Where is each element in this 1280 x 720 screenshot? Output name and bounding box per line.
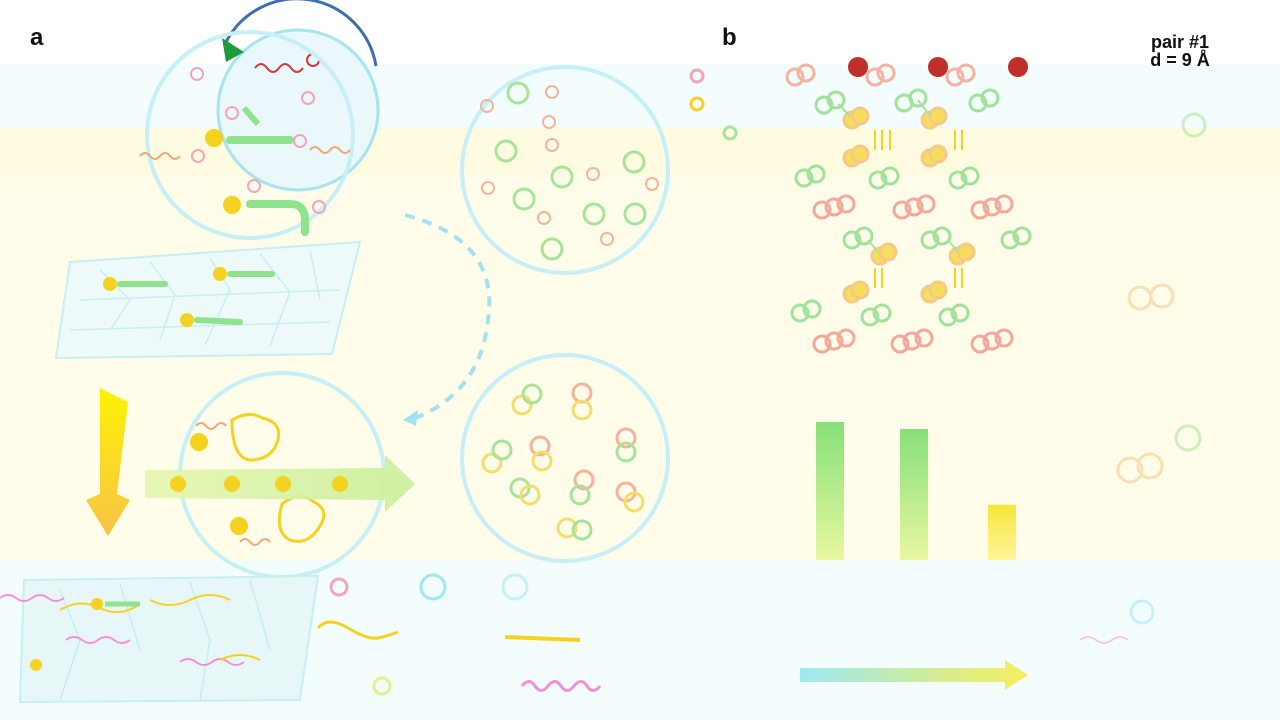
yellow-fiber [316, 620, 399, 640]
down-arrow-icon [86, 388, 130, 536]
left-large-zoom-circle [145, 30, 355, 240]
right-faint-structures [1079, 112, 1207, 644]
top-zoom-circle [216, 0, 380, 192]
faint-ring-icon [501, 573, 529, 601]
panel-b-label: b [722, 24, 737, 51]
bottom-membrane [0, 574, 320, 704]
bar-2 [900, 428, 928, 560]
green-pointer-icon [222, 38, 244, 62]
cycle-arrow [404, 213, 492, 422]
yellow-bar-line [504, 635, 581, 642]
pair-label: pair #1 [1150, 32, 1210, 52]
distance-label: d = 9 Å [1150, 50, 1210, 70]
pink-wave-icon [520, 680, 602, 692]
panel-a-label: a [30, 24, 44, 51]
red-wave-icon [254, 63, 304, 73]
flow-arrow-icon [800, 660, 1028, 690]
bar-1 [816, 422, 844, 560]
bar-chart [816, 422, 1016, 560]
atom-lattice [785, 57, 1032, 354]
cell-membrane-top [54, 240, 362, 360]
pink-ring-icon [329, 577, 349, 597]
small-ring-icon [372, 676, 392, 696]
arrow-dots [170, 476, 348, 492]
mid-markers [689, 68, 738, 141]
zoom-contents [139, 67, 351, 236]
cycle-arrow-head-icon [403, 410, 418, 426]
cyan-ring-icon [419, 573, 447, 601]
upper-middle-circle [460, 65, 670, 275]
top-cyan-band [0, 64, 1280, 128]
lower-middle-circle [460, 353, 670, 563]
bar-3 [988, 504, 1016, 560]
